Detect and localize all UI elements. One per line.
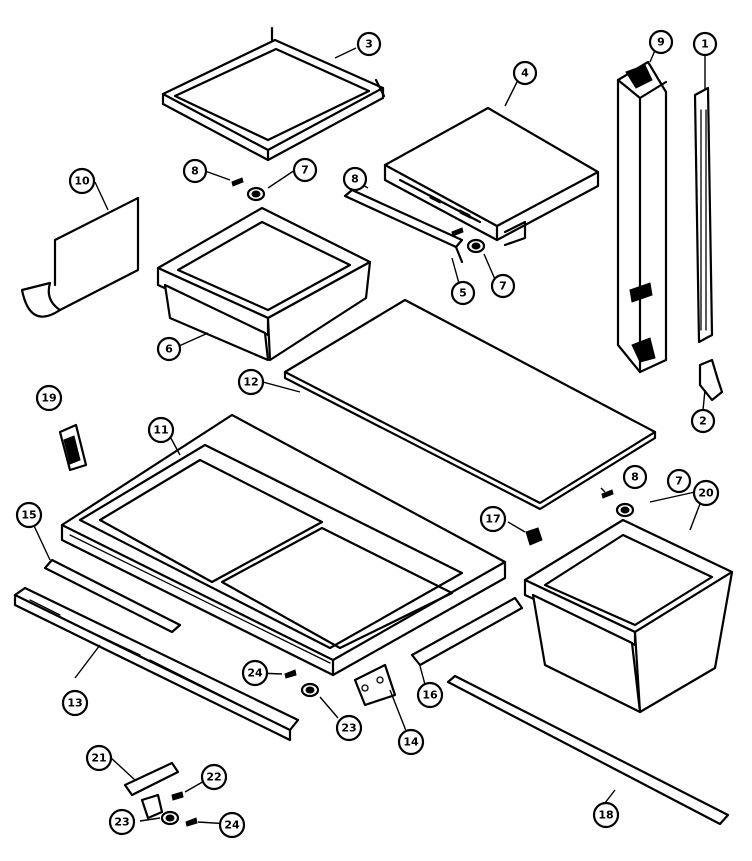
- svg-text:17: 17: [485, 513, 500, 526]
- part-21-bracket: [123, 761, 180, 820]
- callout-13: 13: [61, 689, 89, 717]
- callout-24-bottom: 24: [218, 811, 246, 839]
- callout-24-middle: 24: [241, 659, 269, 687]
- callout-7-mid: 7: [490, 273, 516, 299]
- svg-text:23: 23: [341, 722, 356, 735]
- svg-text:3: 3: [365, 38, 373, 51]
- svg-text:14: 14: [403, 736, 419, 749]
- part-17-roller: [525, 527, 543, 546]
- part-4-crisper-cover: [383, 106, 600, 247]
- part-6-crisper-drawer: [156, 206, 372, 362]
- svg-text:13: 13: [67, 697, 82, 710]
- part-24-screw-middle: [284, 669, 297, 679]
- callout-23-bottom: 23: [108, 808, 136, 836]
- callout-9: 9: [648, 29, 674, 55]
- callout-5: 5: [450, 280, 476, 306]
- svg-text:6: 6: [165, 343, 173, 356]
- svg-text:10: 10: [74, 175, 90, 188]
- callout-4: 4: [512, 60, 538, 86]
- part-15-rail: [43, 558, 182, 634]
- svg-text:2: 2: [699, 415, 707, 428]
- part-8-screw-mid: [451, 227, 464, 237]
- callout-10: 10: [68, 167, 96, 195]
- svg-text:9: 9: [657, 36, 665, 49]
- svg-text:22: 22: [206, 771, 221, 784]
- svg-text:11: 11: [153, 424, 168, 437]
- callout-1: 1: [692, 31, 718, 57]
- callout-11: 11: [147, 416, 175, 444]
- callout-14: 14: [397, 728, 425, 756]
- callout-17: 17: [479, 505, 507, 533]
- part-11-shelf-assembly: [60, 413, 507, 677]
- part-8-screw-right: [601, 489, 614, 499]
- part-10-deflector: [20, 196, 140, 318]
- svg-text:7: 7: [675, 475, 683, 488]
- callout-16: 16: [416, 681, 444, 709]
- svg-text:8: 8: [191, 165, 199, 178]
- svg-text:20: 20: [698, 487, 714, 500]
- part-1-shelf-support: [693, 86, 714, 344]
- part-18-long-rod: [446, 674, 730, 826]
- part-22-screw: [171, 791, 184, 801]
- callout-19: 19: [35, 384, 63, 412]
- part-7-roller-mid: [466, 238, 486, 254]
- callout-2: 2: [690, 408, 716, 434]
- callout-22: 22: [200, 763, 228, 791]
- svg-text:23: 23: [114, 816, 129, 829]
- callout-15: 15: [15, 501, 43, 529]
- svg-text:7: 7: [301, 164, 309, 177]
- part-16-rod: [410, 596, 524, 667]
- svg-text:7: 7: [499, 280, 507, 293]
- callout-8-mid: 8: [342, 166, 368, 192]
- callout-23-middle: 23: [335, 714, 363, 742]
- callout-8-top: 8: [182, 158, 208, 184]
- svg-text:1: 1: [701, 38, 709, 51]
- part-14-bracket: [353, 663, 397, 707]
- part-13-front-grille: [13, 586, 300, 742]
- part-8-screw-top: [231, 177, 244, 187]
- svg-text:15: 15: [21, 509, 36, 522]
- callout-3: 3: [356, 31, 382, 57]
- part-2-bracket: [698, 358, 724, 402]
- svg-text:16: 16: [422, 689, 438, 702]
- svg-text:8: 8: [631, 471, 639, 484]
- part-12-glass-shelf: [283, 298, 657, 511]
- callout-20: 20: [692, 479, 720, 507]
- callout-6: 6: [156, 336, 182, 362]
- part-9-trim-channel: [616, 60, 668, 374]
- svg-text:21: 21: [91, 752, 106, 765]
- part-24-screw-bottom: [185, 817, 198, 827]
- callout-8-right: 8: [622, 464, 648, 490]
- part-3-shelf-frame: [161, 26, 386, 162]
- callout-21: 21: [85, 744, 113, 772]
- part-7-roller-top: [246, 186, 266, 202]
- part-20-crisper-pan: [523, 518, 734, 714]
- svg-text:4: 4: [521, 67, 529, 80]
- part-5-rail: [343, 188, 464, 264]
- part-23-roller-bottom: [160, 810, 180, 826]
- part-19-latch: [58, 423, 88, 472]
- callout-7-top: 7: [292, 157, 318, 183]
- part-7-roller-right: [615, 502, 635, 518]
- svg-text:8: 8: [351, 173, 359, 186]
- svg-text:5: 5: [459, 287, 467, 300]
- part-23-roller-middle: [300, 682, 320, 698]
- svg-text:12: 12: [243, 376, 258, 389]
- callout-18: 18: [592, 801, 620, 829]
- callout-12: 12: [237, 368, 265, 396]
- svg-text:19: 19: [41, 392, 56, 405]
- svg-text:24: 24: [247, 667, 263, 680]
- callout-7-right: 7: [666, 468, 692, 494]
- svg-text:18: 18: [598, 809, 613, 822]
- svg-text:24: 24: [224, 819, 240, 832]
